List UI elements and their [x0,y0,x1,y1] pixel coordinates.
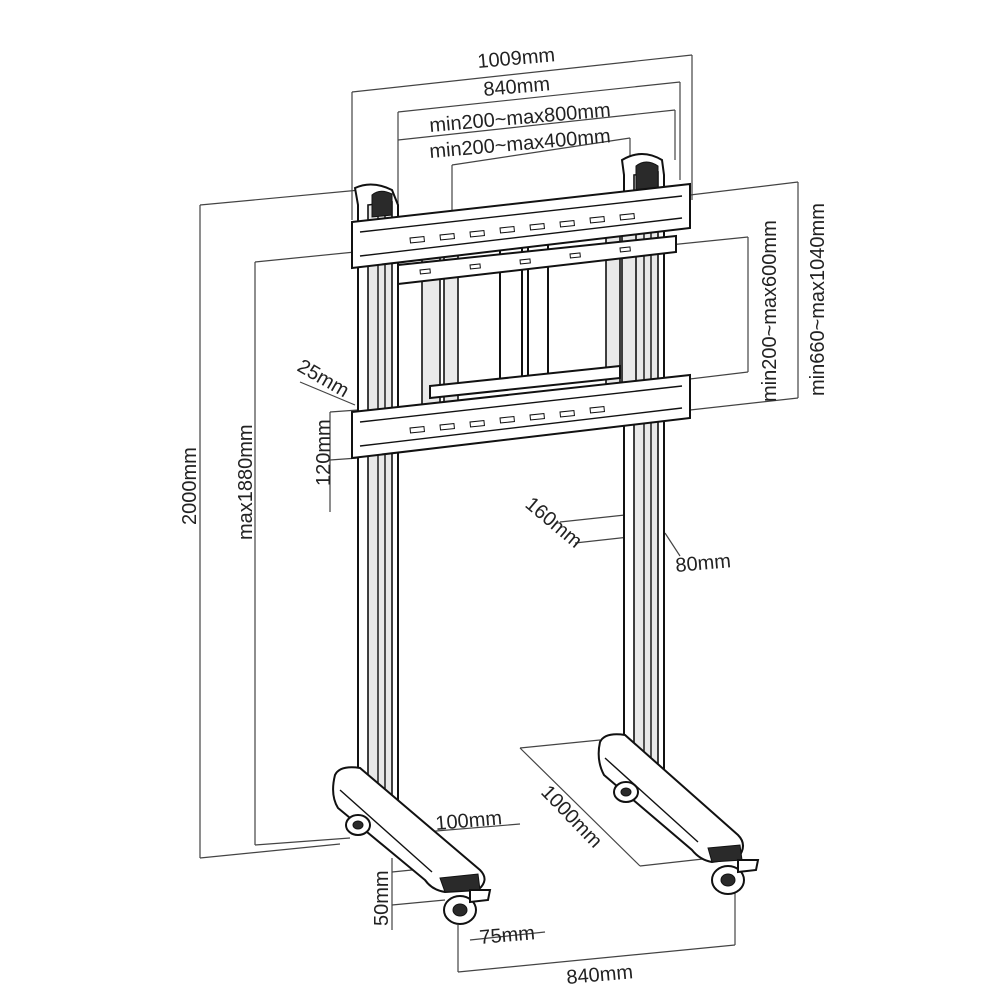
top-rail-slots [409,212,635,275]
left-front-caster [443,889,492,925]
stand-drawing [332,153,760,925]
label-vesa-height-outer: min660~max1040mm [807,203,829,396]
label-column-width: 80mm [675,550,732,577]
bottom-rail [351,364,691,460]
left-column [353,183,399,820]
label-base-height: 50mm [371,870,393,926]
label-column-depth: 160mm [521,493,586,553]
bottom-rail-slots [409,405,605,434]
right-rear-caster [613,781,639,803]
top-rail [351,182,691,286]
right-base-foot [597,733,760,895]
label-base-width: 100mm [435,807,503,835]
label-max-mount-height: max1880mm [235,424,257,540]
top-dimension-lines [351,54,693,220]
left-dimension-lines [199,189,361,859]
label-overall-width: 1009mm [477,44,556,73]
label-caster-width: 75mm [479,922,536,949]
label-bracket-offset: 25mm [294,355,353,402]
label-rail-height: 120mm [313,419,335,486]
label-base-span: 840mm [566,961,634,989]
label-vesa-height-inner: min200~max600mm [759,220,781,402]
label-base-depth: 1000mm [536,781,606,852]
right-front-caster [711,859,760,895]
left-rear-caster [345,814,371,836]
left-base-foot [332,766,492,925]
label-overall-height: 2000mm [179,447,201,525]
